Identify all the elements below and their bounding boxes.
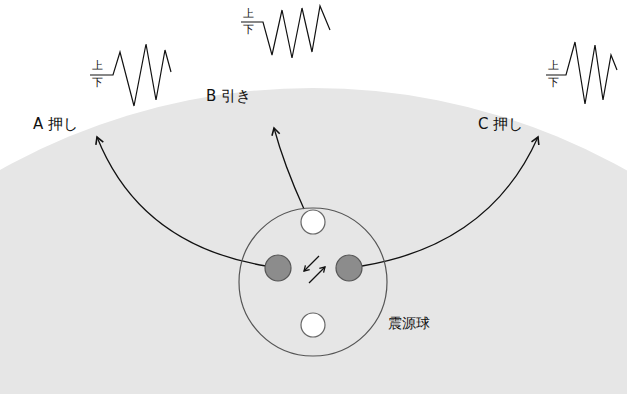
sphere-label: 震源球 bbox=[388, 316, 430, 331]
ray-path bbox=[97, 137, 266, 266]
direction-label: 上 bbox=[548, 60, 559, 72]
direction-label: 下 bbox=[92, 77, 103, 89]
direction-label: 上 bbox=[243, 8, 254, 20]
sphere-outline bbox=[238, 207, 388, 357]
dilatation-mark bbox=[301, 313, 325, 337]
ray-path bbox=[362, 137, 538, 266]
seismogram bbox=[546, 42, 617, 104]
earth bbox=[0, 88, 627, 394]
station-label: A 押し bbox=[33, 116, 78, 133]
seismogram bbox=[90, 44, 171, 106]
sphere-circle bbox=[239, 208, 387, 356]
slip-arrow bbox=[304, 256, 319, 271]
seismogram bbox=[241, 6, 330, 58]
direction-label: 上 bbox=[92, 60, 103, 72]
slip-arrow bbox=[309, 267, 325, 283]
compression-mark bbox=[265, 255, 291, 281]
focal-sphere: 震源球 bbox=[238, 207, 388, 357]
station-label: B 引き bbox=[206, 88, 251, 105]
direction-label: 下 bbox=[243, 24, 254, 36]
ray-path bbox=[274, 128, 304, 209]
station-label: C 押し bbox=[478, 116, 523, 133]
direction-label: 下 bbox=[548, 77, 559, 89]
compression-mark bbox=[336, 255, 362, 281]
dilatation-mark bbox=[301, 210, 325, 234]
